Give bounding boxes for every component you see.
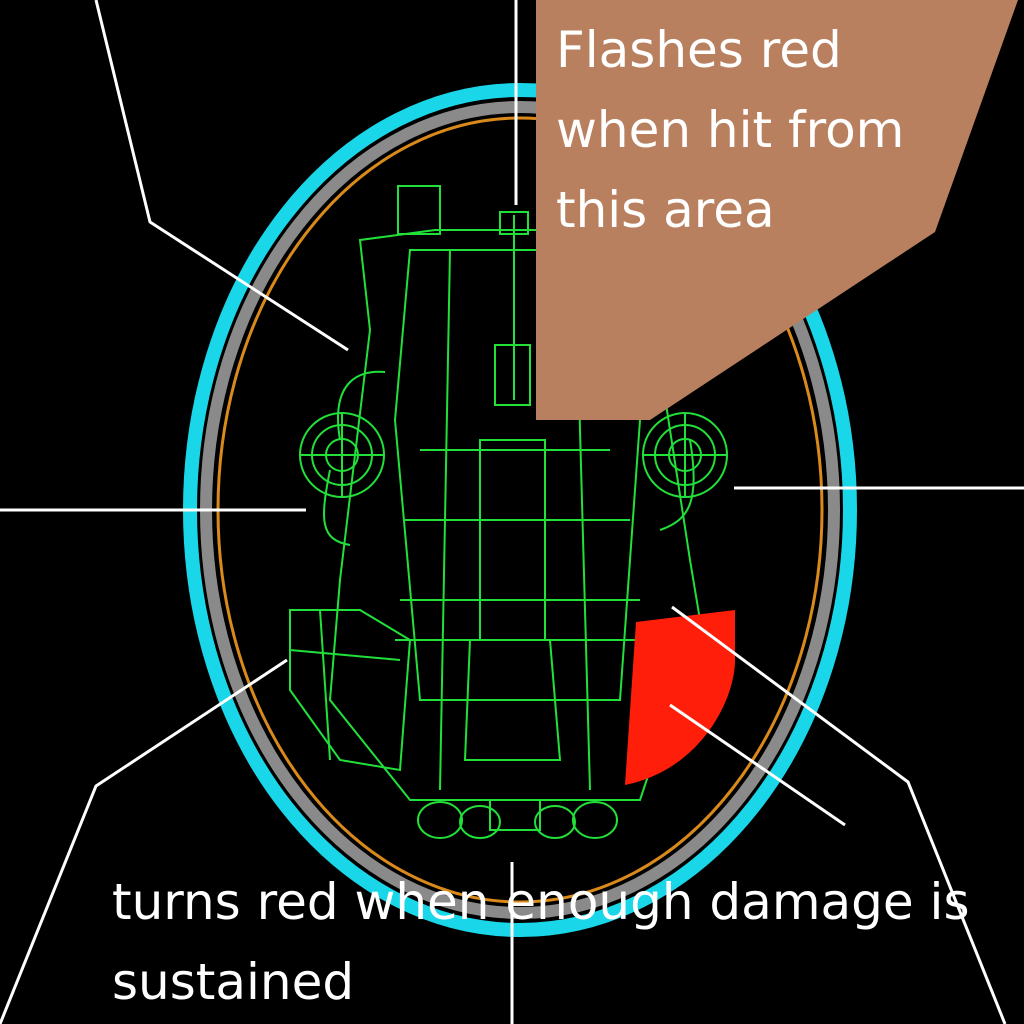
- engine-turbine-icon: [299, 412, 728, 498]
- damage-sustained-annotation: turns red when enough damage is sustaine…: [112, 873, 970, 1011]
- hit-area-callout-box: [536, 0, 1018, 420]
- damaged-hull-segment: [625, 610, 735, 785]
- hit-flash-annotation: Flashes red when hit from this area: [556, 21, 905, 239]
